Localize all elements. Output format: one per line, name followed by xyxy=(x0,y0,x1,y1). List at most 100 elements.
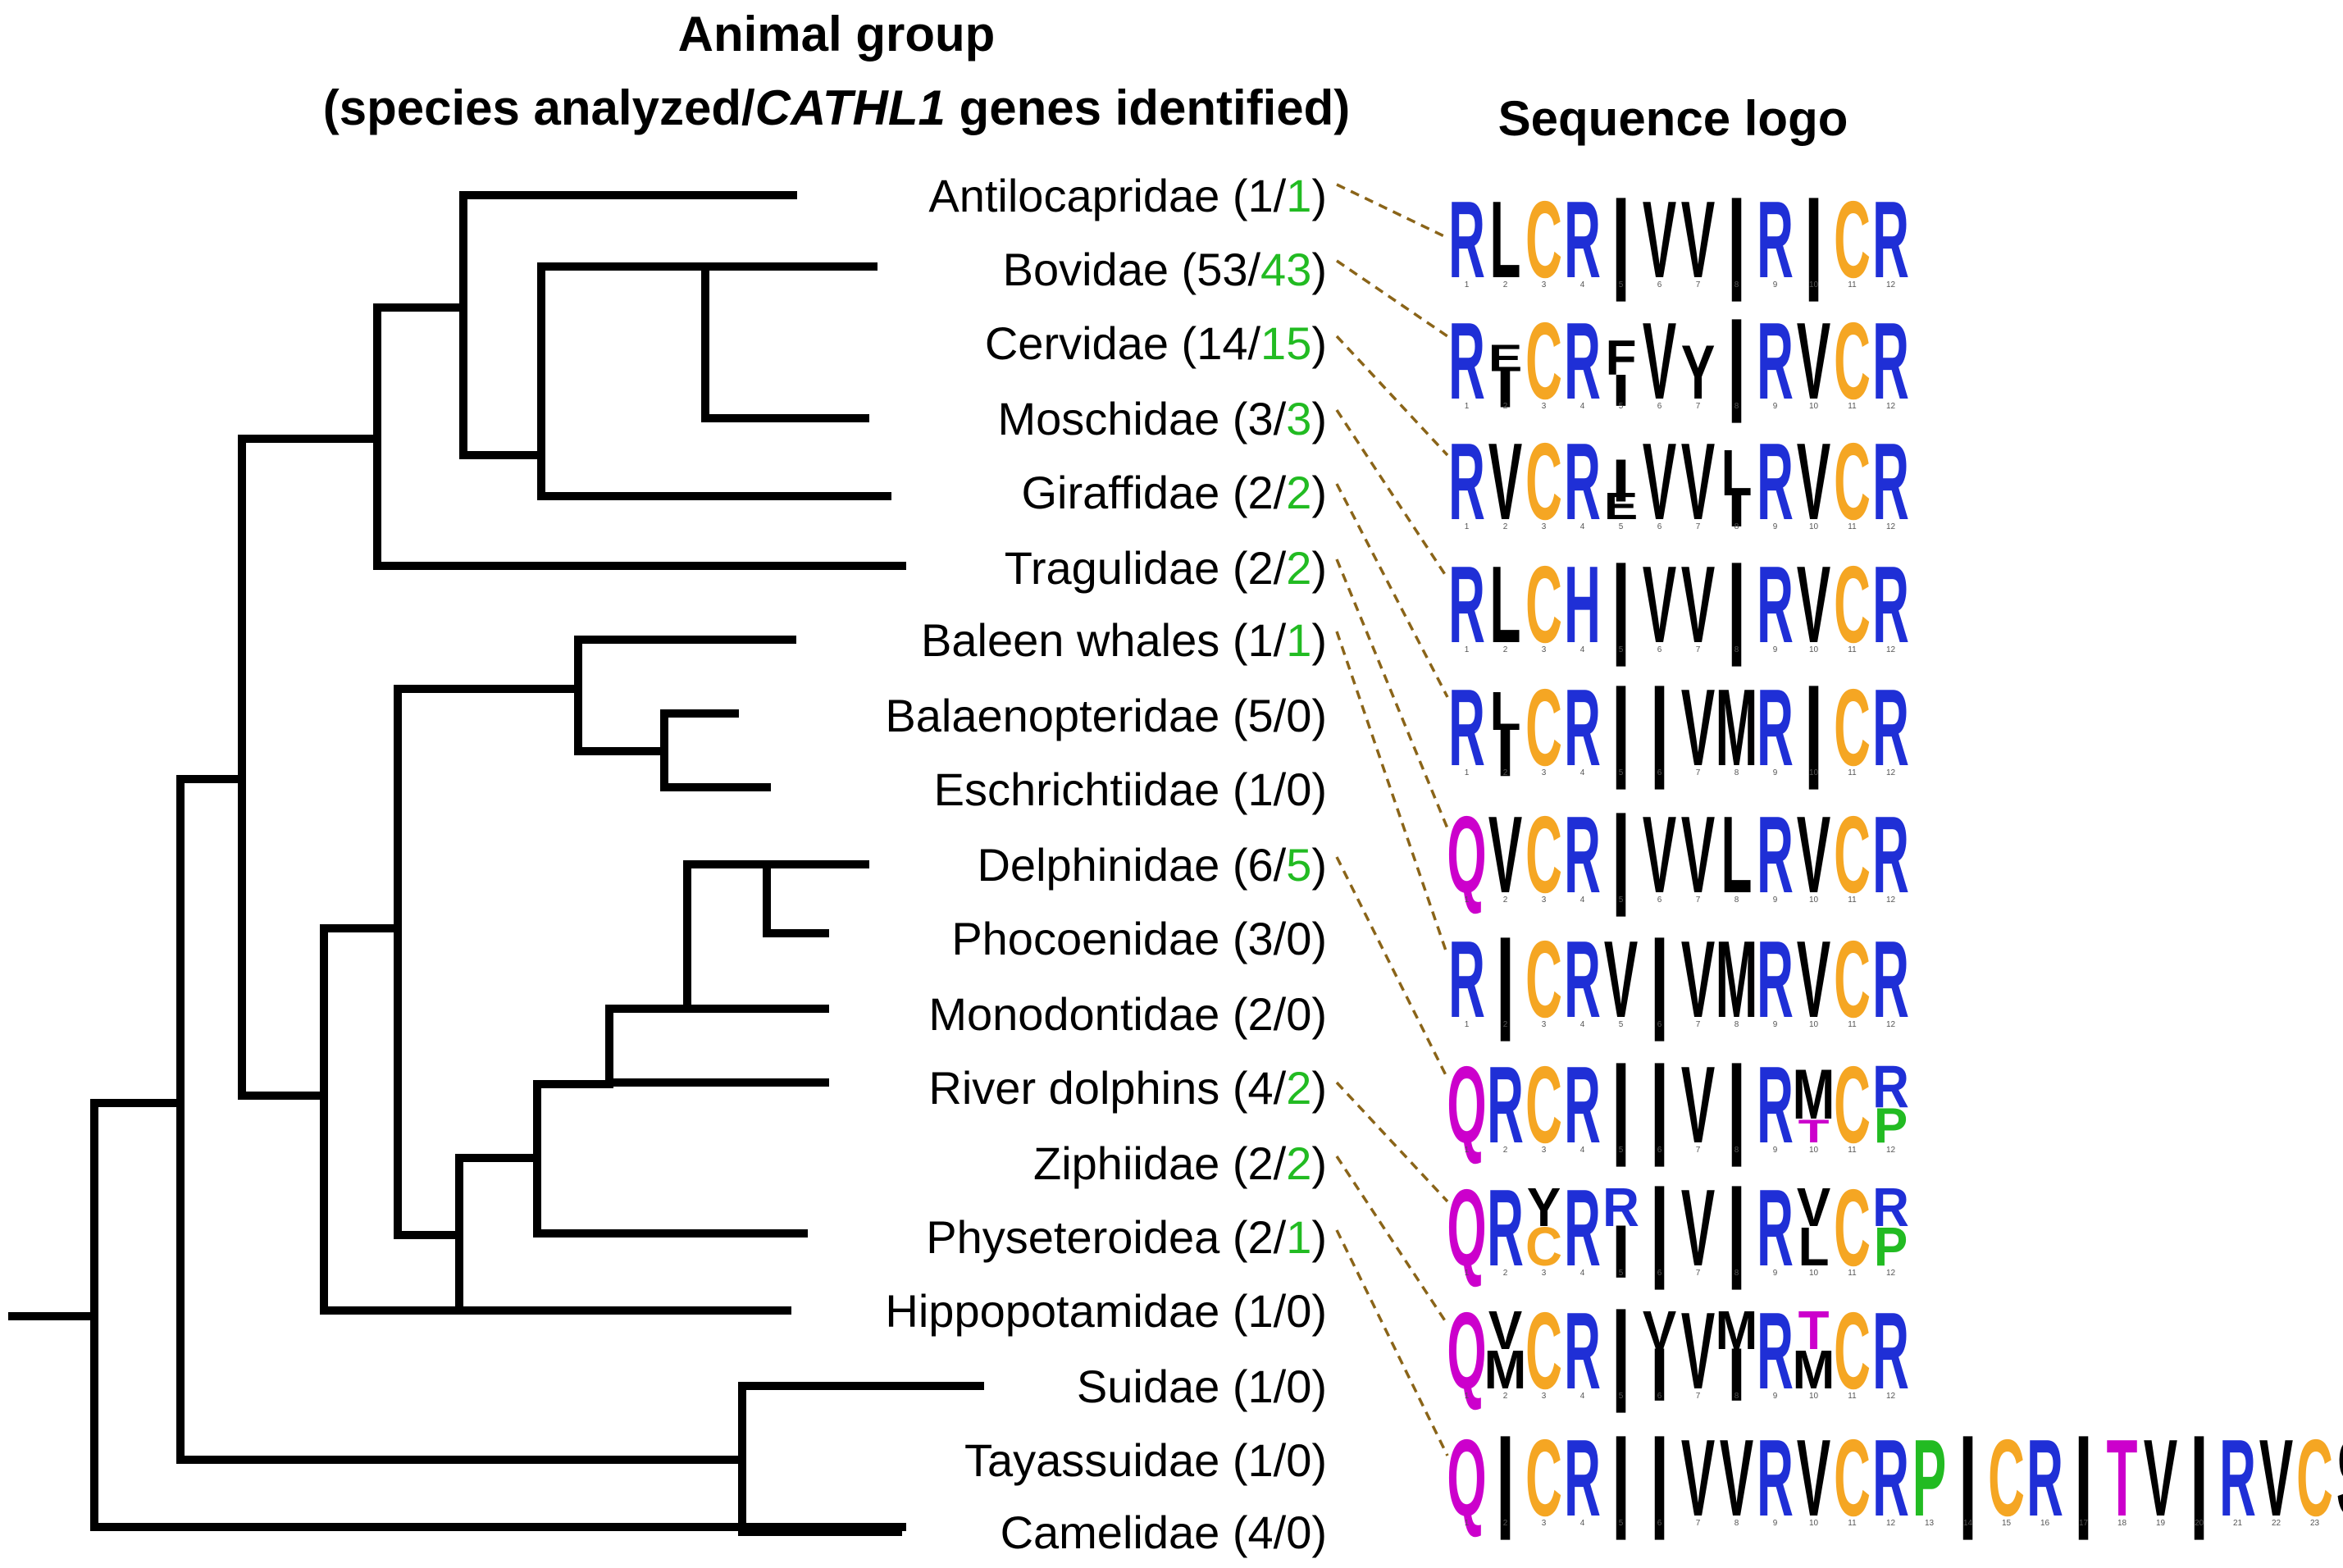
leader-line-river-dolphins xyxy=(1335,1081,1449,1203)
taxon-name: Balaenopteridae ( xyxy=(885,690,1247,741)
logo-position-tick: 5 xyxy=(1619,1269,1624,1278)
logo-residue: R xyxy=(1448,919,1485,1042)
logo-position-tick: 12 xyxy=(1886,1146,1896,1155)
logo-position-tick: 7 xyxy=(1696,645,1701,654)
logo-position-tick: 3 xyxy=(1542,768,1547,777)
logo-residue: P xyxy=(1874,1098,1908,1153)
logo-residue: | xyxy=(1958,1417,1978,1540)
logo-residue: V xyxy=(1681,180,1715,302)
logo-position-tick: 12 xyxy=(1886,768,1896,777)
logo-residue: R xyxy=(1564,1418,1601,1540)
separator: / xyxy=(1274,839,1287,891)
logo-position-tick: 2 xyxy=(1503,645,1508,654)
logo-residue: E xyxy=(1604,484,1638,527)
logo-position-tick: 10 xyxy=(1809,522,1819,531)
logo-position-tick: 6 xyxy=(1657,280,1662,289)
logo-position-tick: 6 xyxy=(1657,1392,1662,1401)
taxon-name: Monodontidae ( xyxy=(928,988,1248,1040)
taxon-name: Camelidae ( xyxy=(1001,1506,1248,1558)
gene-count: 0 xyxy=(1286,913,1311,964)
logo-position-tick: 4 xyxy=(1580,1146,1585,1155)
separator: / xyxy=(1274,1062,1287,1114)
logo-position-tick: 6 xyxy=(1657,402,1662,411)
logo-residue: | xyxy=(1649,667,1670,790)
logo-position-tick: 20 xyxy=(2195,1519,2204,1528)
logo-position-tick: 7 xyxy=(1696,1146,1701,1155)
logo-position-tick: 3 xyxy=(1542,1519,1547,1528)
taxon-name: Antilocapridae ( xyxy=(928,170,1247,221)
taxon-label-phocoenidae: Phocoenidae (3/0) xyxy=(951,913,1327,964)
logo-position-tick: 5 xyxy=(1619,280,1624,289)
taxon-name: Physeteroidea ( xyxy=(926,1211,1248,1263)
logo-position-tick: 7 xyxy=(1696,1020,1701,1029)
logo-position-tick: 9 xyxy=(1773,645,1778,654)
logo-position-tick: 5 xyxy=(1619,1519,1624,1528)
logo-residue: R xyxy=(1564,1045,1601,1167)
logo-position-tick: 10 xyxy=(1809,1146,1819,1155)
logo-position-tick: 9 xyxy=(1773,1519,1778,1528)
logo-position-tick: 9 xyxy=(1773,1020,1778,1029)
leader-line-cervidae xyxy=(1335,335,1449,457)
logo-residue: | xyxy=(1611,544,1631,667)
species-count: 2 xyxy=(1247,1137,1273,1189)
separator: / xyxy=(1274,542,1287,594)
logo-residue: Q xyxy=(1447,1291,1486,1413)
closing: ) xyxy=(1311,690,1327,741)
logo-residue: R xyxy=(1872,668,1909,790)
logo-residue: R xyxy=(2219,1418,2256,1540)
closing: ) xyxy=(1311,1361,1327,1412)
logo-residue: R xyxy=(1487,1168,1524,1290)
leader-line-physeteroidea xyxy=(1335,1229,1449,1456)
logo-position-tick: 1 xyxy=(1465,1269,1470,1278)
logo-position-tick: 1 xyxy=(1465,522,1470,531)
logo-residue: | xyxy=(1649,1417,1670,1540)
logo-position-tick: 7 xyxy=(1696,522,1701,531)
logo-residue: C xyxy=(1834,795,1871,917)
separator: / xyxy=(1247,317,1260,369)
logo-residue: L xyxy=(1490,180,1521,302)
taxon-name: Ziphiidae ( xyxy=(1033,1137,1248,1189)
logo-residue: V xyxy=(1681,795,1715,917)
closing: ) xyxy=(1311,1506,1327,1558)
logo-residue: V xyxy=(1681,422,1715,544)
logo-residue: C xyxy=(1834,422,1871,544)
logo-position-tick: 1 xyxy=(1465,1020,1470,1029)
logo-position-tick: 1 xyxy=(1465,280,1470,289)
logo-position-tick: 9 xyxy=(1773,768,1778,777)
logo-residue: V xyxy=(1681,545,1715,667)
separator: / xyxy=(1274,763,1287,815)
logo-position-tick: 19 xyxy=(2156,1519,2166,1528)
logo-residue: F xyxy=(1606,330,1637,385)
phylogenetic-tree xyxy=(8,191,984,1536)
logo-residue: C xyxy=(1525,422,1562,544)
separator: / xyxy=(1274,1434,1287,1486)
logo-residue: C xyxy=(1525,1291,1562,1413)
logo-position-tick: 2 xyxy=(1503,1519,1508,1528)
separator: / xyxy=(1274,1285,1287,1337)
taxon-name: Delphinidae ( xyxy=(977,839,1247,891)
logo-residue: R xyxy=(1564,795,1601,917)
logo-residue: R xyxy=(1757,795,1794,917)
logo-residue: C xyxy=(1988,1418,2025,1540)
logo-position-tick: 10 xyxy=(1809,1519,1819,1528)
logo-position-tick: 6 xyxy=(1657,896,1662,905)
logo-residue: V xyxy=(1643,422,1676,544)
taxon-label-delphinidae: Delphinidae (6/5) xyxy=(977,839,1327,891)
taxon-labels: Antilocapridae (1/1)Bovidae (53/43)Cervi… xyxy=(885,170,1327,1558)
subheader-gene-name: CATHL1 xyxy=(755,80,946,135)
logo-position-tick: 8 xyxy=(1734,1392,1739,1401)
species-count: 3 xyxy=(1247,913,1273,964)
species-count: 2 xyxy=(1247,467,1273,518)
gene-count: 1 xyxy=(1286,1211,1311,1263)
closing: ) xyxy=(1311,1211,1327,1263)
logo-position-tick: 23 xyxy=(2310,1519,2320,1528)
logo-residue: R xyxy=(1757,545,1794,667)
taxon-name: Giraffidae ( xyxy=(1021,467,1247,518)
logo-position-tick: 7 xyxy=(1696,768,1701,777)
logo-residue: | xyxy=(1726,1167,1747,1290)
closing: ) xyxy=(1311,839,1327,891)
logo-residue: V xyxy=(1681,1045,1715,1167)
logo-position-tick: 6 xyxy=(1657,645,1662,654)
